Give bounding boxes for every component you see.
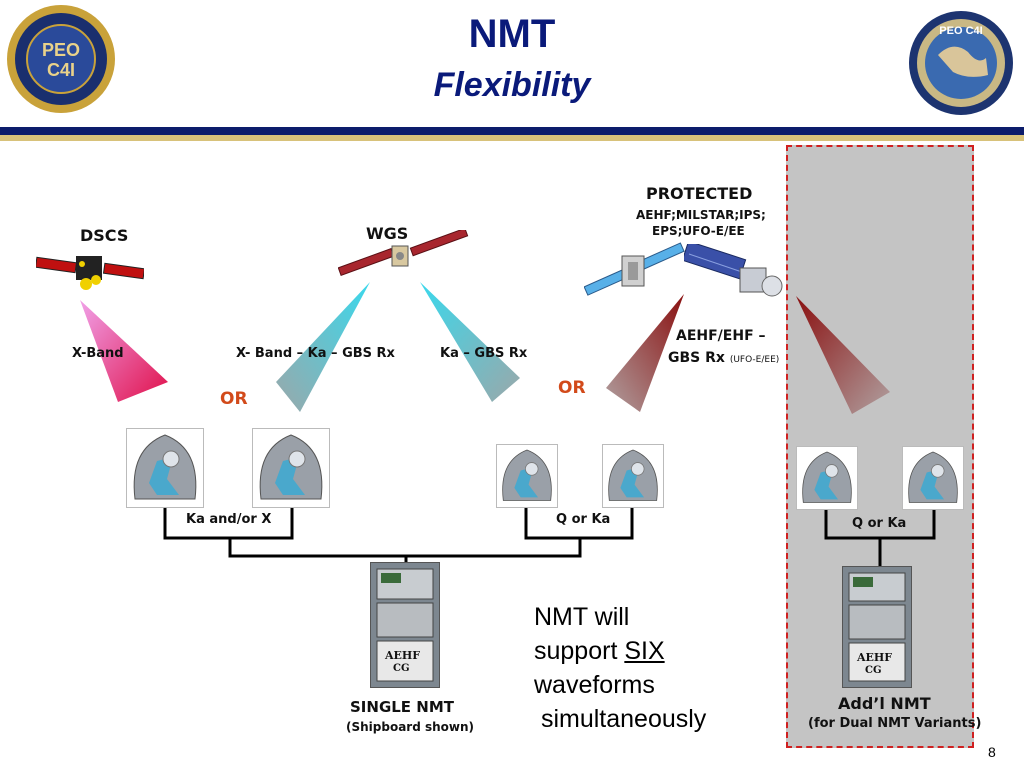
aehf-ehf-label-line1: AEHF/EHF – bbox=[676, 328, 766, 344]
protected-line2: EPS;UFO-E/EE bbox=[652, 224, 745, 238]
beam-protected-left bbox=[606, 294, 684, 412]
beam-wgs-left bbox=[276, 282, 370, 412]
or-label-right: OR bbox=[558, 378, 586, 398]
addl-rack-label-2: CG bbox=[865, 665, 882, 676]
header-rule-navy bbox=[0, 127, 1024, 135]
note-line-2: support SIX bbox=[534, 634, 774, 668]
ufo-note-text: (UFO-E/EE) bbox=[729, 355, 780, 365]
left-seal-logo: PEO C4I bbox=[6, 4, 116, 114]
six-waveforms-note: NMT will support SIX waveforms simultane… bbox=[534, 600, 774, 736]
terminal-addl-q-ka-1 bbox=[796, 446, 858, 510]
dscs-label: DSCS bbox=[80, 226, 129, 245]
ka-gbs-label: Ka – GBS Rx bbox=[440, 346, 528, 361]
terminal-ka-x-2 bbox=[252, 428, 330, 508]
terminal-q-ka-2 bbox=[602, 444, 664, 508]
note-line-1: NMT will bbox=[534, 603, 630, 631]
or-label-left: OR bbox=[220, 389, 248, 409]
terminal-ka-x-1 bbox=[126, 428, 204, 508]
protected-satellite-icon bbox=[681, 240, 792, 300]
terminal-addl-q-ka-2 bbox=[902, 446, 964, 510]
x-band-label: X-Band bbox=[72, 346, 124, 361]
wgs-satellite-icon bbox=[337, 227, 470, 280]
group-label-q-ka-right: Q or Ka bbox=[852, 516, 907, 531]
single-nmt-subtitle: (Shipboard shown) bbox=[346, 720, 475, 734]
single-rack-label-1: AEHF bbox=[385, 649, 421, 662]
terminal-q-ka-1 bbox=[496, 444, 558, 508]
page-subtitle: Flexibility bbox=[433, 66, 591, 104]
beam-x-band bbox=[80, 300, 168, 402]
svg-text:PEO: PEO bbox=[42, 40, 80, 60]
beam-wgs-right bbox=[420, 282, 520, 402]
header-rule-gold bbox=[0, 135, 1024, 141]
addl-nmt-subtitle: (for Dual NMT Variants) bbox=[808, 716, 982, 731]
note-six-emphasis: SIX bbox=[624, 637, 665, 665]
single-nmt-title: SINGLE NMT bbox=[350, 698, 454, 716]
note-line-2-prefix: support bbox=[534, 637, 625, 665]
dscs-satellite-icon bbox=[34, 244, 146, 294]
group-label-q-ka-left: Q or Ka bbox=[556, 512, 611, 527]
gbs-rx-text: GBS Rx bbox=[668, 350, 725, 366]
protected-line1: AEHF;MILSTAR;IPS; bbox=[636, 208, 766, 222]
single-nmt-rack-image: AEHF CG bbox=[370, 562, 440, 688]
note-line-4: simultaneously bbox=[534, 705, 707, 733]
svg-text:PEO C4I: PEO C4I bbox=[939, 25, 982, 37]
aehf-ehf-label-line2: GBS Rx (UFO-E/EE) bbox=[668, 350, 779, 366]
page-number: 8 bbox=[988, 744, 996, 760]
protected-title: PROTECTED bbox=[646, 184, 753, 203]
single-rack-label-2: CG bbox=[393, 663, 410, 674]
wgs-label: WGS bbox=[366, 224, 409, 243]
group-label-ka-x: Ka and/or X bbox=[186, 512, 272, 527]
page-title: NMT bbox=[468, 12, 556, 56]
right-seal-logo: PEO C4I bbox=[908, 10, 1014, 116]
addl-nmt-title: Add’l NMT bbox=[838, 694, 931, 713]
protected-station-icon bbox=[583, 238, 688, 304]
x-ka-gbs-label: X- Band – Ka – GBS Rx bbox=[236, 346, 395, 361]
svg-text:C4I: C4I bbox=[47, 60, 75, 80]
addl-nmt-rack-image: AEHF CG bbox=[842, 566, 912, 688]
note-line-3: waveforms bbox=[534, 671, 655, 699]
addl-rack-label-1: AEHF bbox=[857, 651, 893, 664]
beam-protected-right bbox=[796, 296, 890, 414]
